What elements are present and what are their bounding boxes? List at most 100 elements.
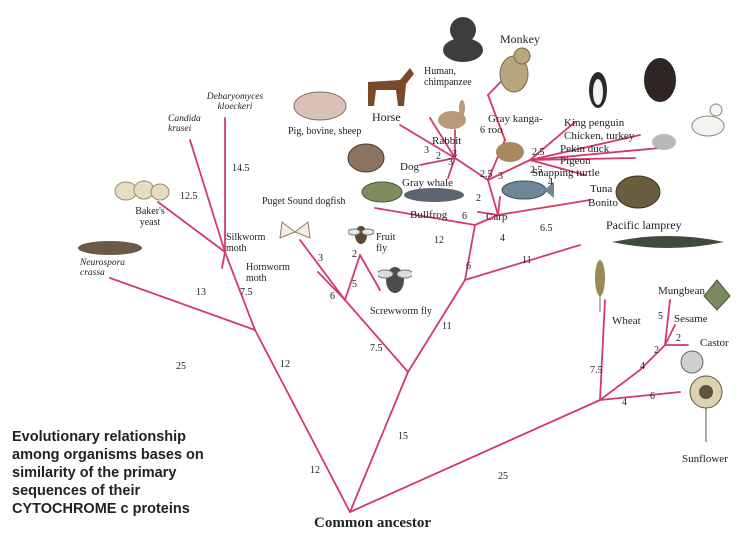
branch-screwworm	[360, 255, 380, 290]
label-silkworm: Silkworm moth	[226, 232, 262, 254]
label-human: Human, chimpanzee	[424, 66, 484, 88]
num-debaryomyces: 14.5	[232, 164, 250, 174]
num-animals-stem: 11	[442, 322, 452, 332]
screwworm-fly-illustration	[378, 262, 412, 298]
num-fungi-stem-b: 7.5	[240, 288, 253, 298]
caption-line: Evolutionary relationship	[12, 428, 252, 446]
label-tuna: Tuna	[590, 184, 612, 195]
mungbean-illustration	[700, 278, 734, 312]
label-sesame: Sesame	[674, 314, 708, 325]
label-wheat: Wheat	[612, 316, 641, 327]
num-fungi-root: 12	[310, 466, 320, 476]
num-fungi-to-root: 12	[280, 360, 290, 370]
human-chimp-illustration	[438, 12, 488, 62]
num-insects-stem: 7.5	[370, 344, 383, 354]
num-plants-root: 25	[498, 472, 508, 482]
branch-animal-root	[350, 372, 408, 512]
bullfrog-illustration	[360, 178, 404, 204]
wheat-illustration	[590, 258, 610, 312]
num-tetrapod: 2	[476, 194, 481, 204]
label-debaryomyces: Debaryomyces kloeckeri	[206, 92, 264, 112]
branch-animals-stem	[408, 280, 465, 372]
num-fruit-fly: 2	[352, 250, 357, 260]
num-hornworm: 6	[330, 292, 335, 302]
branch-neurospora	[110, 278, 255, 330]
num-horse: 3	[424, 146, 429, 156]
caption: Evolutionary relationship among organism…	[12, 428, 252, 518]
caption-line: similarity of the primary	[12, 464, 252, 482]
num-plant-sub: 4	[640, 362, 645, 372]
king-penguin-illustration	[586, 64, 610, 110]
pekin-duck-illustration	[690, 98, 730, 140]
label-carp: Carp	[486, 212, 507, 223]
label-bonito: Bonito	[588, 198, 618, 209]
horse-illustration	[358, 62, 418, 110]
label-fruit-fly: Fruit fly	[376, 232, 398, 254]
label-king-penguin: King penguin	[564, 118, 624, 129]
num-fungi-stem-a: 13	[196, 288, 206, 298]
snapping-turtle-illustration	[612, 172, 664, 212]
carp-illustration	[500, 178, 554, 202]
num-vert-stem: 6	[466, 262, 471, 272]
num-bullfrog: 6	[462, 212, 467, 222]
label-pigeon: Pigeon	[560, 156, 591, 167]
lamprey-illustration	[608, 228, 728, 256]
label-bakers-yeast: Baker's yeast	[130, 206, 170, 228]
branch-fruit-fly	[345, 255, 360, 300]
turkey-illustration	[640, 46, 680, 108]
branch-silkworm-moth	[300, 240, 345, 300]
branch-plants-stem	[600, 370, 640, 400]
bakers-yeast-illustration	[112, 178, 172, 204]
label-lamprey: Pacific lamprey	[606, 220, 682, 231]
num-dogfish: 12	[434, 236, 444, 246]
num-wheat: 7.5	[590, 366, 603, 376]
label-hornworm: Hornworm moth	[246, 262, 294, 284]
branch-tuna	[498, 200, 590, 215]
caption-line: among organisms bases on	[12, 446, 252, 464]
num-bird-d: 2.5	[530, 166, 543, 176]
branch-fungi-root	[255, 330, 350, 512]
num-animal-root: 15	[398, 432, 408, 442]
pig-illustration	[290, 88, 350, 124]
num-primate: 6	[480, 126, 485, 136]
fruit-fly-illustration	[348, 222, 374, 248]
label-gray-whale: Gray whale	[402, 178, 453, 189]
num-bird-a: 3	[498, 172, 503, 182]
label-pig: Pig, bovine, sheep	[288, 126, 361, 137]
kangaroo-illustration	[490, 134, 530, 166]
branch-plants-root	[350, 400, 600, 512]
num-silkworm: 3	[318, 254, 323, 264]
neurospora-illustration	[75, 238, 145, 258]
label-screwworm: Screwworm fly	[370, 306, 432, 317]
label-rabbit: Rabbit	[432, 136, 461, 147]
num-tuna-bonito: 6.5	[540, 224, 553, 234]
label-mungbean: Mungbean	[658, 286, 705, 297]
dog-illustration	[345, 138, 387, 176]
num-castor-a: 2	[654, 346, 659, 356]
label-candida: Candida krusei	[168, 114, 202, 134]
num-neurospora: 25	[176, 362, 186, 372]
pigeon-illustration	[650, 128, 678, 154]
num-carp: 4	[500, 234, 505, 244]
branch-silkworm	[222, 252, 225, 268]
label-horse: Horse	[372, 112, 401, 123]
label-dogfish: Puget Sound dogfish	[262, 196, 345, 207]
silkworm-moth-illustration	[278, 218, 312, 246]
label-dog: Dog	[400, 162, 419, 173]
label-sunflower: Sunflower	[682, 454, 728, 465]
label-kangaroo: Gray kanga- roo	[488, 114, 548, 136]
label-castor: Castor	[700, 338, 729, 349]
sunflower-illustration	[680, 372, 732, 442]
label-bullfrog: Bullfrog	[410, 210, 447, 221]
monkey-illustration	[488, 44, 540, 100]
num-plants-stem: 4	[622, 398, 627, 408]
branch-wheat	[600, 300, 605, 400]
num-kangaroo: 2.5	[480, 170, 493, 180]
num-castor-b: 2	[676, 334, 681, 344]
label-monkey: Monkey	[500, 34, 540, 45]
label-chicken: Chicken, turkey	[564, 131, 634, 142]
rabbit-illustration	[434, 100, 468, 130]
num-bakers-yeast: 12.5	[180, 192, 198, 202]
num-mungbean-sesame: 5	[658, 312, 663, 322]
